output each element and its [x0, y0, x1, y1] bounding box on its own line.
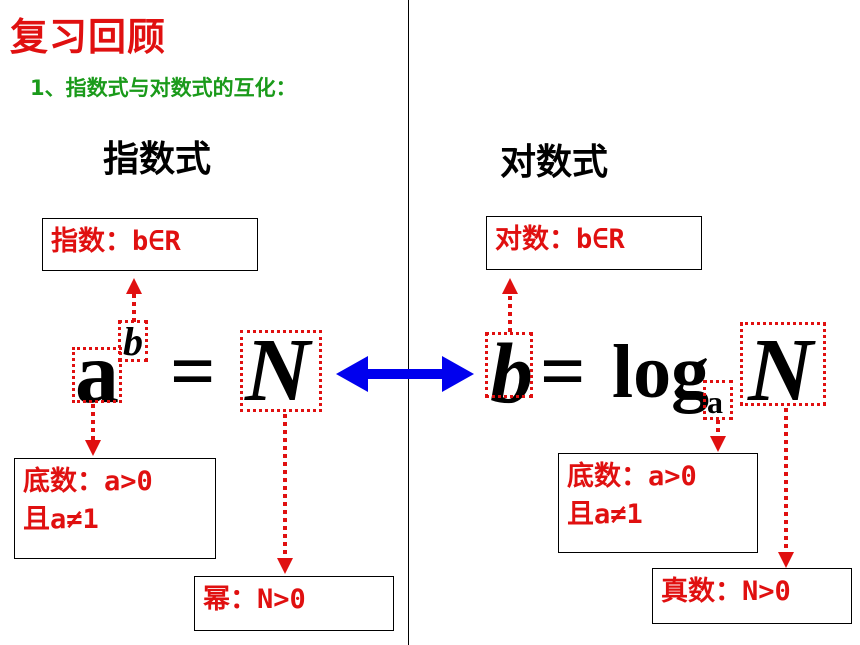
- log-formula-log: log: [612, 330, 710, 414]
- page-title: 复习回顾: [10, 15, 167, 59]
- column-divider: [408, 0, 409, 645]
- result-highlight: [240, 330, 322, 412]
- log-argument-highlight: [740, 322, 826, 406]
- log-base-condition-box: 底数：a>0 且a≠1: [558, 453, 758, 553]
- log-formula-n: N: [748, 321, 813, 420]
- log-value-highlight: [485, 332, 533, 398]
- log-base-condition-line2: 且a≠1: [567, 499, 643, 530]
- formula-result-n: N: [245, 321, 310, 420]
- log-formula-b: b: [490, 325, 533, 421]
- log-value-box: 对数：b∈R: [486, 216, 702, 270]
- log-base-condition-line1: 底数：a>0: [567, 461, 697, 492]
- base-condition-box: 底数：a>0 且a≠1: [14, 458, 216, 559]
- logarithm-heading: 对数式: [500, 142, 609, 183]
- base-condition-line2: 且a≠1: [23, 504, 99, 535]
- true-number-box: 真数：N>0: [652, 568, 852, 624]
- log-formula-equals: =: [540, 328, 586, 416]
- log-formula-base-a: a: [707, 384, 723, 420]
- conversion-double-arrow: [336, 356, 474, 392]
- formula-equals: =: [170, 328, 216, 416]
- exponential-heading: 指数式: [103, 139, 212, 180]
- power-box: 幂：N>0: [194, 576, 394, 631]
- base-condition-line1: 底数：a>0: [23, 466, 153, 497]
- log-base-highlight: [703, 380, 733, 420]
- base-highlight: [72, 347, 122, 403]
- formula-exponent-b: b: [123, 319, 143, 364]
- section-subtitle: 1、指数式与对数式的互化：: [30, 76, 297, 100]
- exponent-box: 指数：b∈R: [42, 218, 258, 271]
